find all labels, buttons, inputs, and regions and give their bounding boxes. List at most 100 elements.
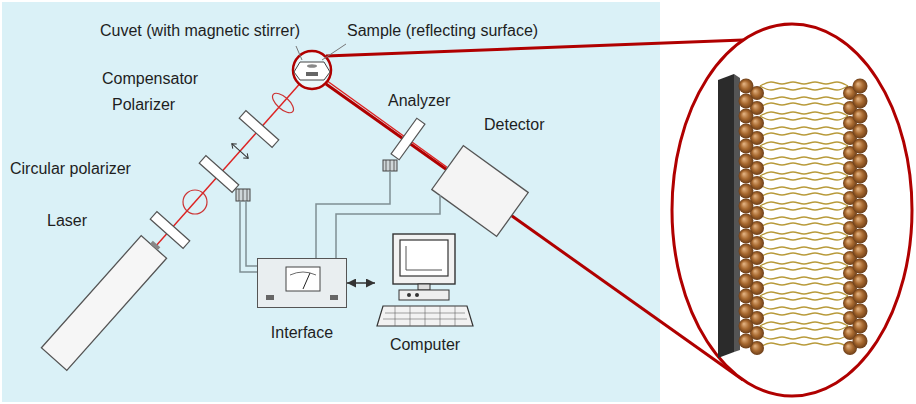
lipid-head	[853, 184, 868, 199]
signal-wire	[240, 201, 258, 272]
signal-wire	[316, 171, 390, 258]
signal-wire	[246, 201, 258, 266]
laser-tube	[41, 233, 169, 371]
polarization-arrowheads	[230, 141, 250, 160]
lipid-tail	[760, 236, 848, 240]
switch	[330, 295, 338, 300]
lipid-head	[739, 154, 754, 169]
lipid-tail	[760, 283, 848, 287]
lipid-tail	[760, 206, 848, 210]
lipid-head	[739, 274, 754, 289]
lipid-tail	[760, 322, 848, 326]
detector-body	[432, 146, 528, 237]
analyzer-element	[391, 118, 425, 160]
magnetic-stirrer	[307, 64, 317, 68]
lipid-tail	[760, 305, 848, 309]
detector-box	[432, 146, 528, 237]
motor-symbol	[236, 189, 250, 201]
lipid-head	[853, 199, 868, 214]
motor-symbol	[383, 160, 397, 171]
lipid-head	[739, 214, 754, 229]
motor-body	[236, 189, 250, 201]
lipid-tail	[760, 275, 848, 279]
optic-plate	[150, 212, 190, 249]
laser-aperture	[150, 241, 160, 251]
lipid-tail	[760, 335, 848, 339]
lipid-head	[853, 244, 868, 259]
lipid-head	[853, 319, 868, 334]
lipid-head	[739, 334, 754, 349]
polarizer-element	[199, 156, 239, 193]
meter-symbol	[258, 259, 346, 307]
lipid-tail	[760, 262, 848, 266]
lipid-head	[739, 199, 754, 214]
lipid-tail	[760, 343, 848, 347]
lipid-tail	[760, 185, 848, 189]
drive-light	[415, 293, 419, 297]
system-unit	[399, 290, 449, 300]
part-label: Cuvet (with magnetic stirrer)	[98, 22, 302, 40]
monitor	[393, 234, 455, 284]
motor-body	[383, 160, 397, 171]
linear-polarization-symbol	[230, 141, 250, 160]
lipid-tail	[760, 232, 848, 236]
lipid-head	[853, 304, 868, 319]
lipid-tail	[760, 155, 848, 159]
optic-plate	[239, 111, 279, 148]
optic-plate	[391, 118, 425, 160]
optic-plate	[199, 156, 239, 193]
lipid-head	[739, 94, 754, 109]
lipid-tail	[760, 266, 848, 270]
lipid-head	[739, 229, 754, 244]
lipid-tail	[760, 116, 848, 120]
data-link-arrow	[347, 282, 375, 284]
lipid-head	[853, 94, 868, 109]
part-label: Detector	[482, 116, 546, 134]
part-label: Laser	[45, 212, 89, 230]
lipid-head	[853, 154, 868, 169]
leader-line	[322, 44, 346, 60]
zoom-circle	[672, 24, 912, 396]
laser-body	[41, 236, 166, 371]
switch	[266, 295, 274, 300]
meter-face	[286, 267, 320, 291]
lipid-tail	[760, 112, 848, 116]
keyboard	[377, 306, 473, 326]
monitor-stand	[418, 284, 430, 290]
lipid-tail	[760, 245, 848, 249]
lipid-head	[739, 79, 754, 94]
lipid-bilayer	[739, 79, 868, 356]
lipid-head	[853, 289, 868, 304]
lipid-tail	[760, 142, 848, 146]
lipid-head	[739, 109, 754, 124]
interface-node: Interface	[252, 255, 352, 342]
zoom-line	[326, 40, 743, 56]
lipid-head	[853, 169, 868, 184]
circular-polarizer-element	[150, 212, 190, 249]
meter-scale	[290, 272, 316, 275]
lipid-head	[853, 334, 868, 349]
lipid-tail	[760, 86, 848, 90]
cuvette-highlight	[293, 51, 331, 89]
polarization-arrow	[232, 144, 248, 159]
computer-illustration	[375, 232, 475, 332]
lipid-tail	[760, 95, 848, 99]
part-label: Analyzer	[386, 92, 452, 110]
lipid-tail	[760, 292, 848, 296]
cuvette	[294, 62, 330, 80]
lipid-head	[853, 259, 868, 274]
motor-stripes	[239, 189, 247, 201]
lipid-head	[739, 289, 754, 304]
screen	[400, 240, 448, 276]
screen-content	[406, 246, 442, 270]
lipid-tail	[760, 176, 848, 180]
lipid-tail	[760, 296, 848, 300]
lipid-tail	[760, 215, 848, 219]
lipid-tail	[760, 253, 848, 257]
lipid-tail	[760, 125, 848, 129]
lipid-tail	[760, 223, 848, 227]
device-label: Interface	[252, 324, 352, 342]
part-label: Circular polarizer	[8, 160, 133, 178]
compensator-element	[239, 111, 279, 148]
